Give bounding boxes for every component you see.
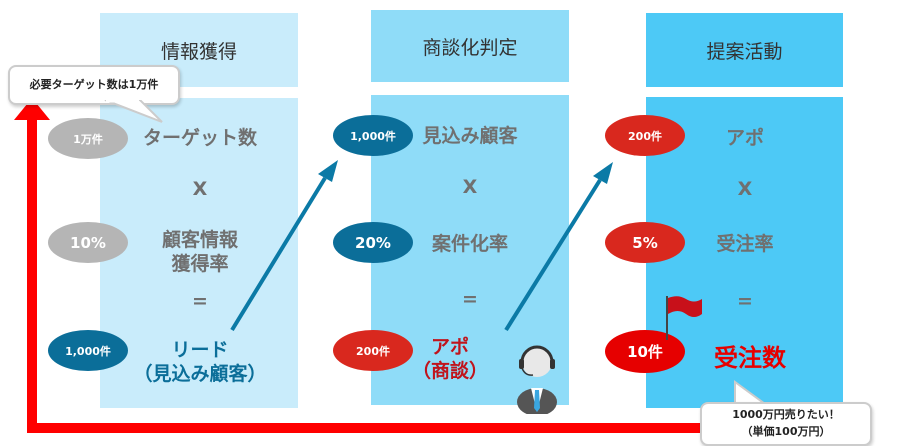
orders-result: 受注数 [714, 344, 786, 372]
operator-person-icon [517, 345, 557, 414]
red-arrowhead [14, 98, 50, 120]
conversion-rate-oval: 20% [333, 222, 413, 263]
stage-header-qualify: 商談化判定 [371, 10, 569, 82]
prospect-count-oval: 1,000件 [333, 115, 413, 156]
label-line: リード [171, 339, 229, 361]
target-callout: 必要ターゲット数は1万件 [8, 65, 180, 105]
lead-count-oval: 1,000件 [48, 330, 128, 371]
target-count-label: ターゲット数 [142, 127, 257, 149]
blue-arrow-1 [230, 176, 327, 332]
win-rate-label: 受注率 [716, 233, 774, 255]
blue-arrow-2 [504, 178, 602, 332]
appointment-count-oval: 200件 [333, 330, 413, 371]
callout-tail [104, 100, 163, 123]
prospect-label: 見込み顧客 [422, 125, 518, 147]
acquisition-rate-oval: 10% [48, 222, 128, 263]
conversion-rate-label: 案件化率 [431, 233, 508, 255]
label-line: （商談） [411, 360, 488, 382]
equals-sign: = [192, 290, 208, 312]
lead-result: リード（見込み顧客） [110, 338, 290, 386]
goal-callout: 1000万円売りたい！ （単価100万円） [700, 402, 872, 446]
label-line: 獲得率 [171, 253, 229, 275]
callout-line: 1000万円売りたい！ [732, 408, 840, 421]
appointment-label: アポ [725, 127, 764, 149]
multiply-sign: X [737, 178, 753, 200]
appointment-count-oval-2: 200件 [605, 115, 685, 156]
multiply-sign: X [462, 176, 478, 198]
acquisition-rate-label: 顧客情報獲得率 [120, 228, 280, 276]
equals-sign: = [737, 290, 753, 312]
label-line: （見込み顧客） [133, 363, 267, 385]
label-line: アポ [430, 336, 469, 358]
multiply-sign: X [192, 178, 208, 200]
equals-sign: = [462, 288, 478, 310]
stage-body-info [100, 98, 298, 408]
win-rate-oval: 5% [605, 222, 685, 263]
appointment-result: アポ（商談） [400, 335, 500, 383]
red-return-arrow [27, 118, 700, 433]
callout-line: （単価100万円） [741, 425, 831, 438]
red-flag-icon [666, 296, 702, 340]
orders-count-oval: 10件 [605, 330, 685, 373]
target-count-oval: 1万件 [48, 118, 128, 159]
label-line: 顧客情報 [161, 229, 238, 251]
stage-header-proposal: 提案活動 [646, 13, 843, 87]
